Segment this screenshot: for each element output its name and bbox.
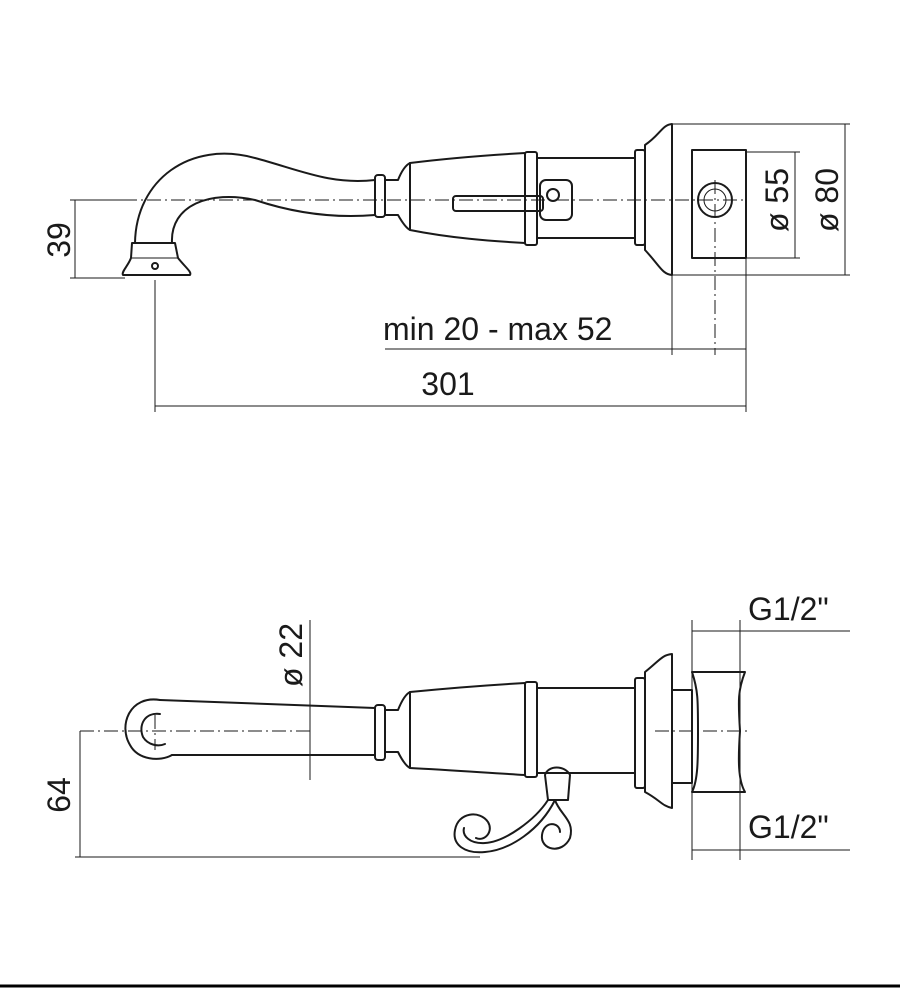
dim-height-39: 39 (41, 199, 125, 279)
thread-top-label: G1/2" (748, 591, 829, 627)
spout-diameter-label: ø 22 (273, 623, 309, 687)
bottom-lever (453, 766, 572, 854)
bottom-spout (80, 698, 376, 760)
outer-diameter-label: ø 80 (809, 168, 845, 232)
top-spout (121, 152, 376, 276)
dim-adjustment: min 20 - max 52 (383, 258, 747, 412)
offset-label: 64 (41, 777, 77, 813)
adjustment-label: min 20 - max 52 (383, 311, 612, 347)
height-label: 39 (41, 222, 77, 258)
top-view: 39 ø 55 ø 80 min 20 - max 52 301 (41, 123, 850, 412)
length-label: 301 (421, 366, 474, 402)
dim-offset-64: 64 (41, 731, 480, 858)
bottom-view: ø 22 64 G1/2" G1/2" (41, 591, 850, 860)
inner-diameter-label: ø 55 (759, 168, 795, 232)
dim-spout-diameter: ø 22 (273, 620, 311, 780)
dim-length-301: 301 (154, 280, 746, 412)
dim-threads: G1/2" G1/2" (691, 591, 850, 860)
bottom-valve-body (374, 653, 750, 809)
dim-diameters: ø 55 ø 80 (672, 123, 850, 276)
thread-bottom-label: G1/2" (748, 809, 829, 845)
